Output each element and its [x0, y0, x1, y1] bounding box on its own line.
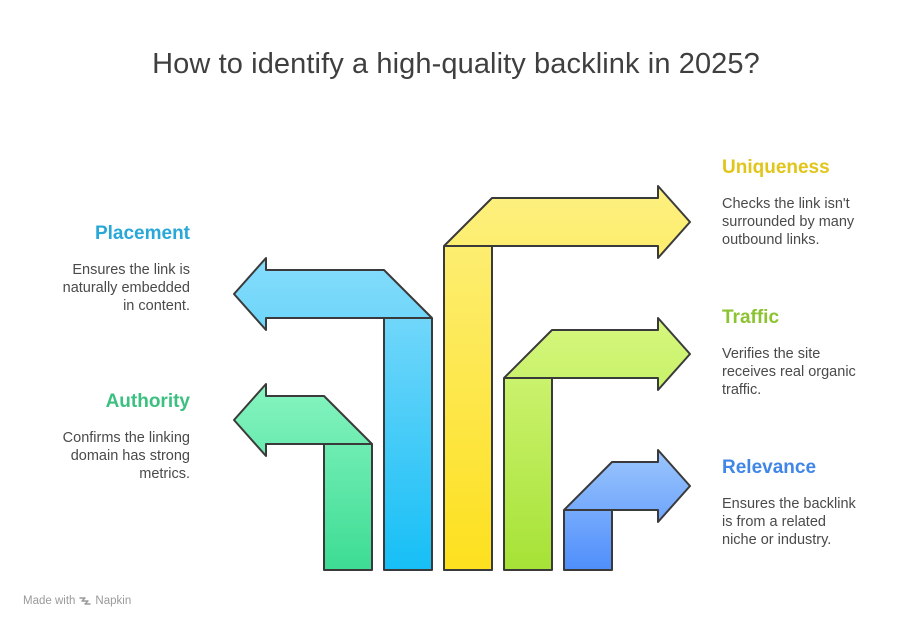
- authority-label: Authority: [105, 391, 190, 412]
- napkin-brand: Napkin: [95, 595, 132, 607]
- placement-description: Ensures the link is naturally embedded i…: [62, 262, 190, 314]
- authority-description: Confirms the linking domain has strong m…: [62, 430, 190, 482]
- page-title: How to identify a high-quality backlink …: [152, 48, 760, 80]
- relevance-label: Relevance: [722, 457, 817, 478]
- authority-arrow: [233, 383, 373, 571]
- relevance-arrow: [563, 449, 691, 571]
- placement-arrow: [233, 257, 433, 571]
- uniqueness-label: Uniqueness: [722, 157, 830, 178]
- traffic-description: Verifies the site receives real organic …: [722, 346, 856, 398]
- made-with-napkin[interactable]: Made with Napkin: [23, 595, 131, 607]
- uniqueness-description: Checks the link isn't surrounded by many…: [722, 196, 855, 248]
- relevance-description: Ensures the backlink is from a related n…: [722, 496, 856, 548]
- napkin-logo-icon: [79, 597, 92, 605]
- traffic-arrow: [503, 317, 691, 571]
- traffic-label: Traffic: [722, 307, 780, 328]
- placement-label: Placement: [94, 223, 190, 244]
- made-with-text: Made with: [23, 595, 76, 607]
- uniqueness-arrow: [443, 185, 691, 571]
